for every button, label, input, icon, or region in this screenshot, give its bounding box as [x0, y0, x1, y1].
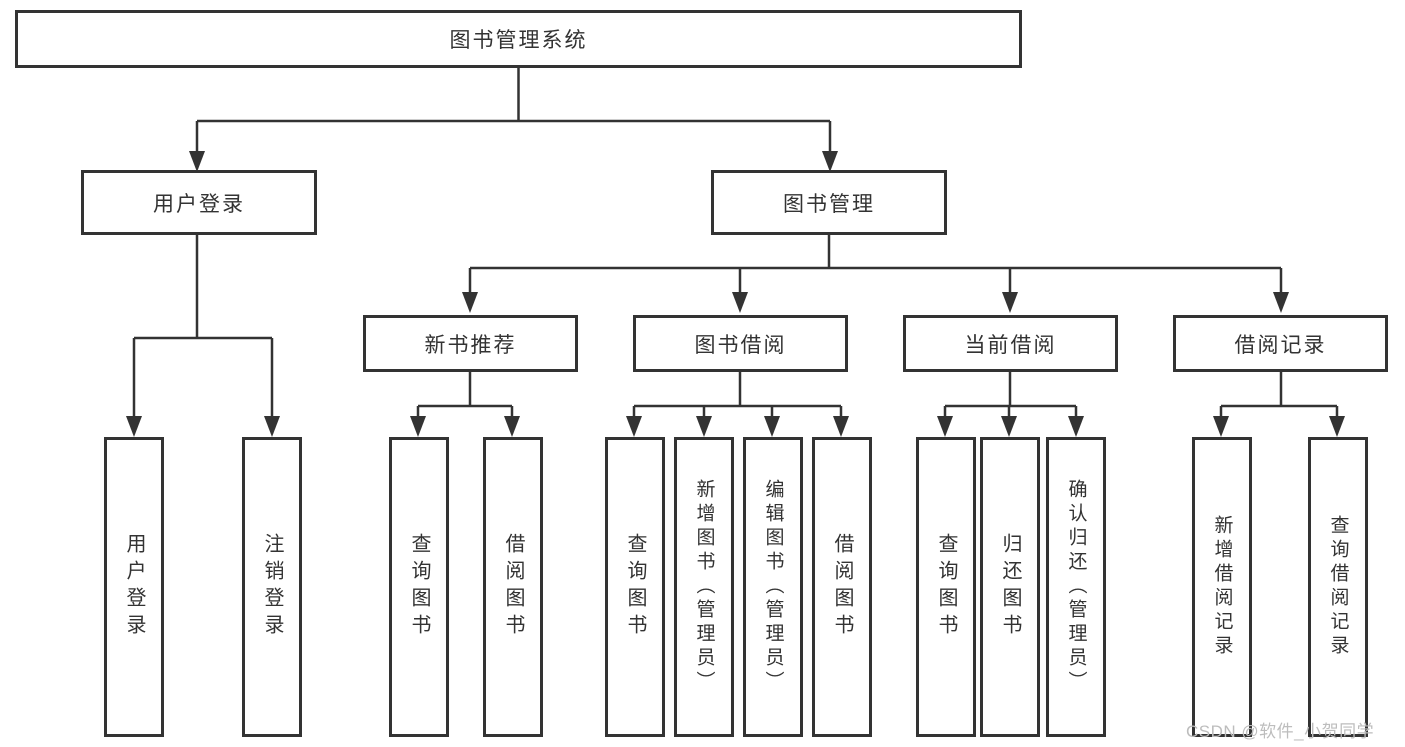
leaf-query-borrow-record: 查询借阅记录	[1308, 437, 1368, 737]
node-root-label: 图书管理系统	[449, 29, 588, 52]
leaf-return-book: 归还图书	[980, 437, 1040, 737]
node-new-book-recommend-label: 新书推荐	[424, 333, 517, 357]
leaf-confirm-return-admin-label: 确认归还（管理员）	[1065, 479, 1087, 695]
csdn-watermark: CSDN @软件_小贺同学	[1186, 722, 1375, 741]
leaf-borrow-query-book-label: 查询图书	[624, 533, 646, 641]
leaf-logout-label: 注销登录	[261, 533, 283, 641]
leaf-borrow-book-label: 借阅图书	[831, 533, 853, 641]
leaf-edit-book-admin-label: 编辑图书（管理员）	[762, 479, 784, 695]
leaf-add-borrow-record-label: 新增借阅记录	[1211, 515, 1233, 659]
leaf-edit-book-admin: 编辑图书（管理员）	[743, 437, 803, 737]
node-book-borrow-label: 图书借阅	[694, 333, 787, 357]
leaf-recommend-query-book: 查询图书	[389, 437, 449, 737]
node-current-borrow: 当前借阅	[903, 315, 1118, 372]
leaf-return-book-label: 归还图书	[999, 533, 1021, 641]
leaf-current-query-book-label: 查询图书	[935, 533, 957, 641]
node-borrow-records: 借阅记录	[1173, 315, 1388, 372]
leaf-borrow-query-book: 查询图书	[605, 437, 665, 737]
leaf-add-borrow-record: 新增借阅记录	[1192, 437, 1252, 737]
node-root: 图书管理系统	[15, 10, 1022, 68]
node-new-book-recommend: 新书推荐	[363, 315, 578, 372]
leaf-user-login-label: 用户登录	[123, 533, 145, 641]
leaf-borrow-book: 借阅图书	[812, 437, 872, 737]
leaf-recommend-borrow-book: 借阅图书	[483, 437, 543, 737]
leaf-add-book-admin-label: 新增图书（管理员）	[693, 479, 715, 695]
leaf-current-query-book: 查询图书	[916, 437, 976, 737]
node-book-mgmt-label: 图书管理	[783, 192, 875, 216]
leaf-recommend-borrow-book-label: 借阅图书	[502, 533, 524, 641]
node-user-login: 用户登录	[81, 170, 317, 235]
node-current-borrow-label: 当前借阅	[964, 333, 1057, 357]
leaf-logout: 注销登录	[242, 437, 302, 737]
node-borrow-records-label: 借阅记录	[1234, 333, 1327, 357]
node-book-mgmt: 图书管理	[711, 170, 947, 235]
leaf-confirm-return-admin: 确认归还（管理员）	[1046, 437, 1106, 737]
node-book-borrow: 图书借阅	[633, 315, 848, 372]
leaf-recommend-query-book-label: 查询图书	[408, 533, 430, 641]
node-user-login-label: 用户登录	[153, 192, 245, 216]
leaf-add-book-admin: 新增图书（管理员）	[674, 437, 734, 737]
leaf-query-borrow-record-label: 查询借阅记录	[1327, 515, 1349, 659]
leaf-user-login: 用户登录	[104, 437, 164, 737]
